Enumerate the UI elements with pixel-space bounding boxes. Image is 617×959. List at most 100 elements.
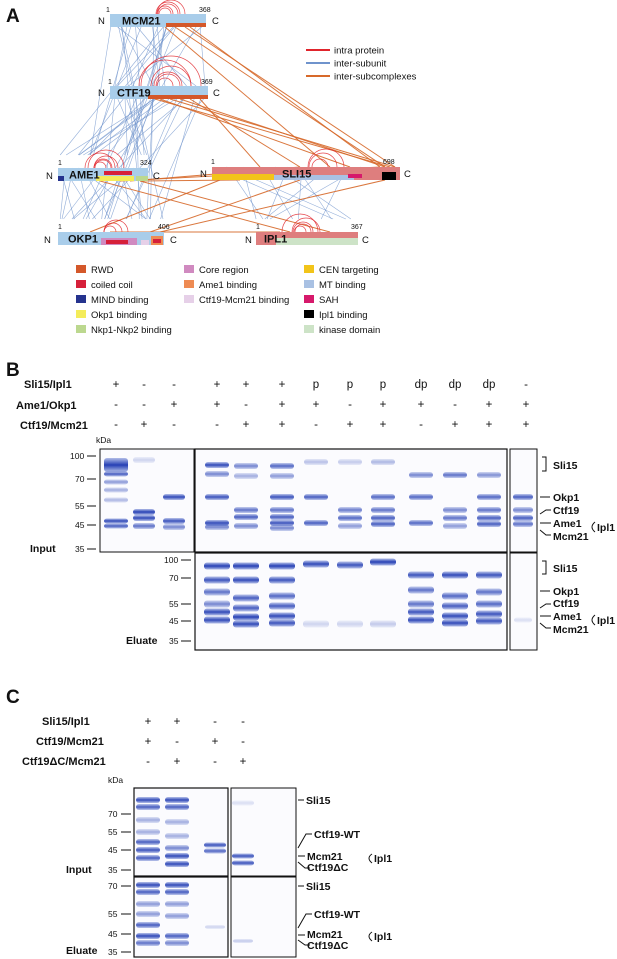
legend-swatch-sah (304, 295, 314, 303)
protein-name: OKP1 (68, 234, 98, 246)
band-label-ipl1: Ipl1 (597, 615, 615, 627)
gel-band (408, 571, 434, 579)
gel-band (104, 487, 128, 493)
inter-subcomplex-link (139, 179, 241, 182)
condition-symbols: ++--+-+--+-+ (145, 716, 247, 768)
condition-symbol: + (171, 399, 178, 411)
band-label-sli15: Sli15 (306, 881, 331, 893)
gel-band (513, 515, 533, 521)
condition-symbol: + (214, 379, 221, 391)
gel-band (409, 520, 433, 526)
inter-subunit-link (107, 26, 167, 220)
gel-band (104, 518, 128, 524)
gel-band (270, 507, 294, 513)
gel-band (371, 507, 395, 513)
gel-band (136, 911, 160, 917)
legend-label: Nkp1-Nkp2 binding (91, 325, 172, 336)
panel-b: B Sli15/Ipl1 Ame1/Okp1 Ctf19/Mcm21 +--++… (6, 360, 615, 651)
marker-100: 100 (70, 451, 84, 461)
gel-band (269, 562, 295, 570)
gel-band (477, 521, 501, 527)
band-label-ctf19: Ctf19 (553, 598, 579, 610)
band-label-ipl1: Ipl1 (374, 931, 392, 943)
condition-symbol: - (241, 716, 245, 728)
gel-band (371, 515, 395, 521)
band-label-ctf19-wt: Ctf19-WT (314, 829, 361, 841)
inter-subcomplex-link (89, 179, 221, 233)
panel-b-letter: B (6, 360, 20, 381)
protein-name: IPL1 (264, 234, 287, 246)
gel-band (303, 620, 329, 628)
gel-band (269, 619, 295, 627)
inter-subunit-link (79, 98, 157, 156)
gel-band (270, 520, 294, 526)
legend-swatch-rwd (76, 265, 86, 273)
condition-symbol: p (380, 379, 386, 391)
intra-protein-arc (156, 0, 186, 15)
intra-protein-arc (294, 223, 312, 233)
inter-subunit-link (90, 26, 111, 156)
legend-swatch-ctf19-mcm21-binding (184, 295, 194, 303)
ipl1-brace (368, 931, 373, 942)
gel-band (233, 562, 259, 570)
condition-symbol: - (172, 419, 176, 431)
gel-band (165, 819, 189, 825)
condition-label: Sli15/Ipl1 (24, 379, 72, 391)
legend-label: Okp1 binding (91, 310, 147, 321)
band-label-sli15: Sli15 (306, 795, 331, 807)
gel-band (233, 939, 253, 943)
gel-band (442, 602, 468, 610)
gel-band (104, 479, 128, 485)
condition-symbol: + (452, 419, 459, 431)
gel-band (270, 463, 294, 469)
band-label-okp1: Okp1 (553, 586, 579, 598)
inter-subunit-link (150, 26, 155, 220)
gel-band (165, 901, 189, 907)
band-label-ipl1: Ipl1 (597, 522, 615, 534)
inter-subunit-link (71, 98, 184, 220)
intra-protein-arc (292, 221, 314, 233)
sli15-bracket (542, 560, 547, 575)
gel-band (104, 523, 128, 529)
gel-band (370, 558, 396, 566)
legend-label: Ctf19-Mcm21 binding (199, 295, 289, 306)
band-label-ctf19: Ctf19 (553, 505, 579, 517)
gel-band (337, 561, 363, 569)
condition-symbol: + (145, 716, 152, 728)
gel-band (371, 459, 395, 465)
gel-band (232, 853, 254, 859)
gel-band (442, 619, 468, 627)
condition-symbol: + (523, 399, 530, 411)
link-legend-label: inter-subcomplexes (334, 72, 417, 83)
end-residue: 369 (201, 79, 213, 86)
legend-label: MIND binding (91, 295, 149, 306)
inter-subunit-link (160, 98, 195, 220)
inter-subunit-link (77, 98, 124, 156)
end-residue: 698 (383, 159, 395, 166)
gel-band (338, 459, 362, 465)
gel-band (165, 833, 189, 839)
legend-swatch-okp1-binding (76, 310, 86, 318)
intra-protein-arc (157, 3, 179, 15)
c-terminus: C (170, 235, 177, 246)
condition-symbol: + (141, 419, 148, 431)
legend-swatch-core-region (184, 265, 194, 273)
condition-symbol: - (142, 379, 146, 391)
legend-label: Ame1 binding (199, 280, 257, 291)
band-label-mcm21: Mcm21 (307, 851, 343, 863)
condition-symbol: + (486, 399, 493, 411)
okp1-binding-domain (96, 176, 134, 181)
band-label-ctf19-wt: Ctf19-WT (314, 909, 361, 921)
nkp1-nkp2-binding-domain (136, 176, 148, 181)
gel-band (408, 616, 434, 624)
intra-protein-arcs (84, 0, 345, 233)
gel-band (233, 576, 259, 584)
gel-band (409, 494, 433, 500)
gel-band (338, 507, 362, 513)
inter-subunit-link (85, 26, 197, 220)
panel-c: C Sli15/Ipl1 Ctf19/Mcm21 Ctf19ΔC/Mcm21 +… (6, 687, 392, 958)
condition-symbol: - (213, 716, 217, 728)
condition-label: Ctf19/Mcm21 (36, 736, 104, 748)
marker-70: 70 (108, 881, 118, 891)
gel-band (165, 853, 189, 859)
